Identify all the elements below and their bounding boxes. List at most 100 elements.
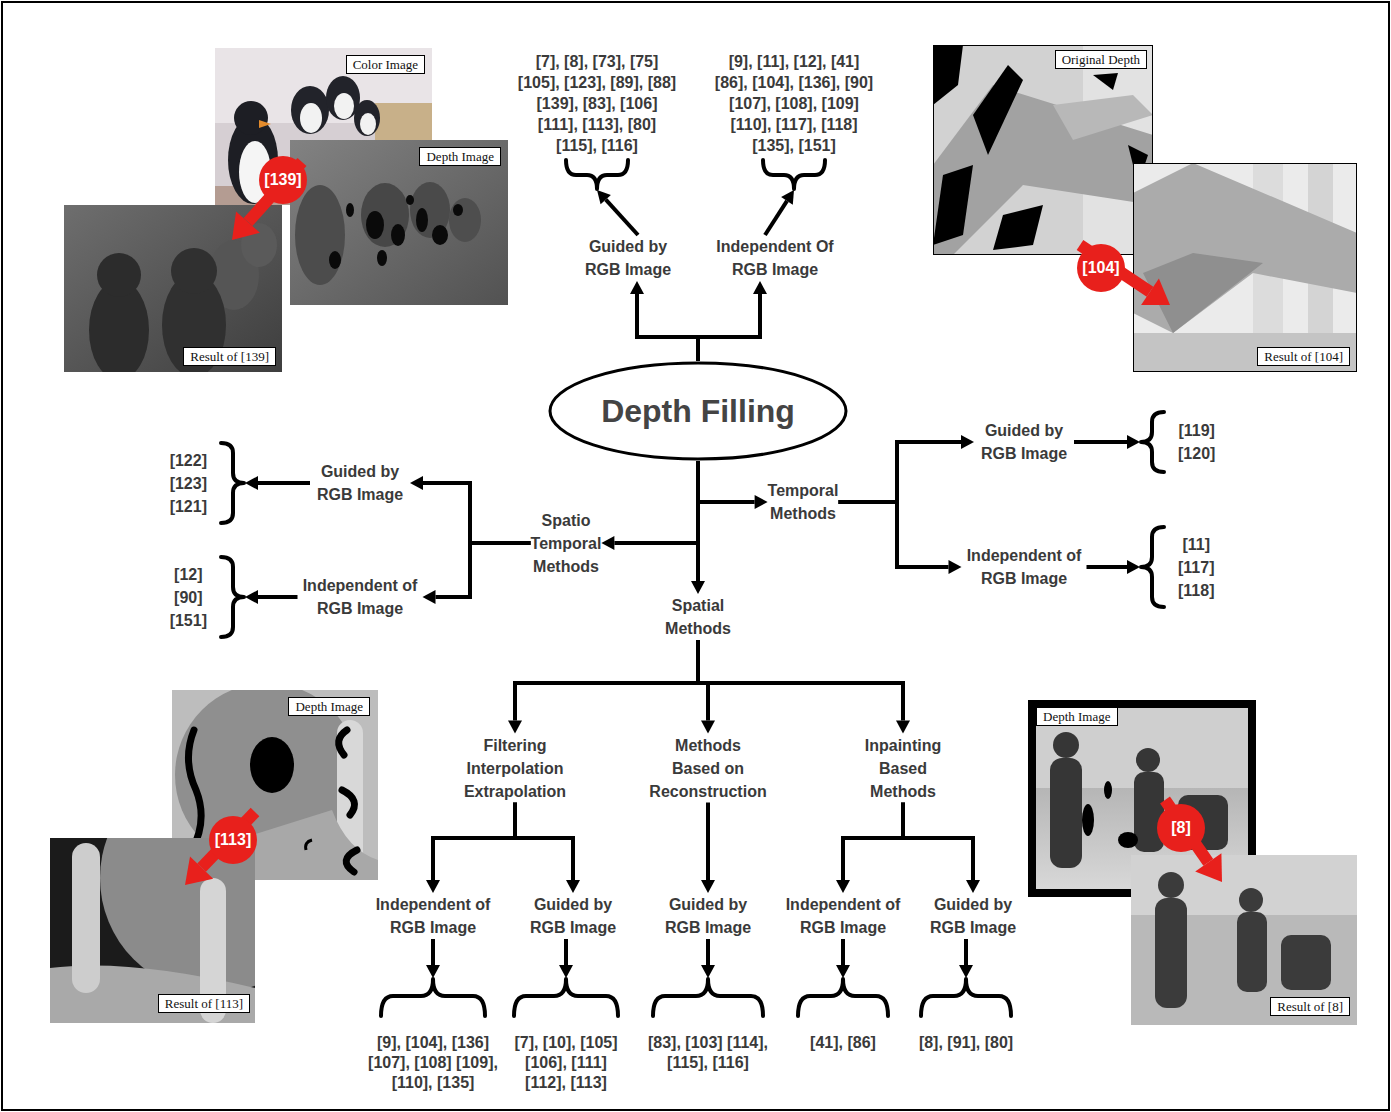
tree-connector	[1074, 435, 1140, 449]
category-label: Guided by RGB Image	[658, 893, 758, 939]
category-text: Guided by RGB Image	[974, 419, 1074, 465]
connector-line	[765, 201, 787, 235]
depth-photo	[361, 183, 409, 247]
reference-text: [9], [11], [12], [41] [86], [104], [136]…	[713, 51, 875, 156]
connector-line	[843, 803, 903, 881]
result-photo	[50, 763, 330, 1023]
color-photo	[360, 113, 376, 135]
category-label: Guided by RGB Image	[310, 460, 410, 506]
depth-photo	[933, 165, 973, 245]
category-label: Guided by RGB Image	[923, 893, 1023, 939]
reference-list: [7], [8], [73], [75] [105], [123], [89],…	[516, 51, 678, 190]
category-label: Spatio Temporal Methods	[531, 509, 602, 578]
depth-photo	[250, 737, 294, 793]
tree-connector	[836, 939, 850, 978]
result-photo	[50, 763, 330, 1023]
reference-text: [7], [10], [105] [106], [111] [112], [11…	[509, 1033, 624, 1093]
image-caption: Original Depth	[1055, 50, 1147, 69]
result-photo	[64, 205, 282, 380]
category-text: Guided by RGB Image	[578, 235, 678, 281]
category-label: Guided by RGB Image	[523, 893, 623, 939]
caption-text: Result of [104]	[1264, 349, 1343, 364]
depth-photo	[933, 45, 1153, 255]
depth-photo	[1136, 748, 1160, 772]
red-arrow	[185, 857, 213, 885]
curly-brace	[921, 979, 1011, 1016]
curly-brace	[566, 160, 628, 189]
category-label: Inpainting Based Methods	[865, 734, 941, 803]
reference-list: [8], [91], [80]	[919, 978, 1013, 1053]
result-photo	[1131, 855, 1357, 1025]
color-photo	[291, 86, 329, 134]
connector-line	[515, 640, 698, 721]
result-photo	[171, 248, 217, 294]
curly-brace	[381, 979, 485, 1016]
connector-line	[698, 461, 755, 502]
category-text: Guided by RGB Image	[310, 460, 410, 506]
arrow-head	[966, 880, 980, 893]
reference-list: [41], [86]	[810, 978, 876, 1053]
reference-text: [7], [8], [73], [75] [105], [123], [89],…	[516, 51, 678, 156]
category-text: Methods Based on Reconstruction	[649, 734, 766, 803]
arrow-head	[961, 435, 974, 449]
category-label: Filtering Interpolation Extrapolation	[464, 734, 566, 803]
arrow-head	[566, 880, 580, 893]
curly-brace	[1141, 412, 1164, 472]
result-photo	[1133, 163, 1357, 372]
connector-line	[431, 939, 435, 965]
reference-text: [119] [120]	[1178, 419, 1215, 465]
connector-line	[436, 543, 531, 597]
arrow-head	[1127, 435, 1140, 449]
arrow-head	[508, 721, 522, 734]
curly-brace	[1141, 527, 1164, 607]
tree-connector	[410, 476, 531, 543]
category-text: Spatio Temporal Methods	[531, 509, 602, 578]
arrow-head	[959, 965, 973, 978]
tree-connector	[698, 461, 768, 509]
image-caption: Result of [113]	[158, 994, 250, 1013]
depth-photo	[933, 45, 1148, 250]
depth-photo	[933, 45, 1153, 255]
result-photo	[1131, 855, 1357, 1025]
reference-list: [12] [90] [151]	[170, 563, 245, 632]
reference-badge: [104]	[1077, 244, 1125, 292]
arrow-head	[426, 880, 440, 893]
color-photo	[300, 103, 322, 133]
arrow-head	[597, 190, 611, 204]
arrow-head	[601, 536, 614, 550]
arrow-head	[753, 281, 767, 294]
result-photo	[1281, 935, 1331, 990]
result-photo	[1158, 872, 1184, 898]
category-label: Independent of RGB Image	[298, 574, 423, 620]
depth-photo	[933, 45, 1153, 255]
arrow-head	[630, 281, 644, 294]
connector-line	[964, 939, 968, 965]
depth-photo	[1093, 73, 1118, 90]
caption-text: Original Depth	[1062, 52, 1140, 67]
connector-line	[614, 461, 698, 543]
reference-badge: [113]	[209, 816, 257, 864]
image-caption: Color Image	[346, 55, 425, 74]
depth-photo	[1082, 804, 1094, 836]
reference-text: [83], [103] [114], [115], [116]	[643, 1033, 773, 1073]
reference-list: [9], [11], [12], [41] [86], [104], [136]…	[713, 51, 875, 190]
tree-connector	[698, 281, 767, 361]
category-label: Temporal Methods	[768, 479, 839, 525]
depth-photo	[290, 140, 508, 305]
depth-photo	[290, 140, 508, 305]
tree-connector	[691, 461, 705, 594]
curly-brace	[653, 979, 763, 1016]
depth-photo	[306, 840, 312, 850]
image-caption: Depth Image	[288, 697, 370, 716]
connector-line	[706, 803, 710, 881]
connector-line	[515, 803, 573, 881]
connector-line	[423, 483, 531, 543]
arrow-head	[755, 495, 768, 509]
category-label: Independent of RGB Image	[781, 893, 906, 939]
depth-photo	[1053, 732, 1079, 758]
category-label: Independent of RGB Image	[371, 893, 496, 939]
depth-photo	[933, 85, 1153, 255]
caption-text: Depth Image	[426, 149, 494, 164]
curly-brace	[514, 979, 618, 1016]
